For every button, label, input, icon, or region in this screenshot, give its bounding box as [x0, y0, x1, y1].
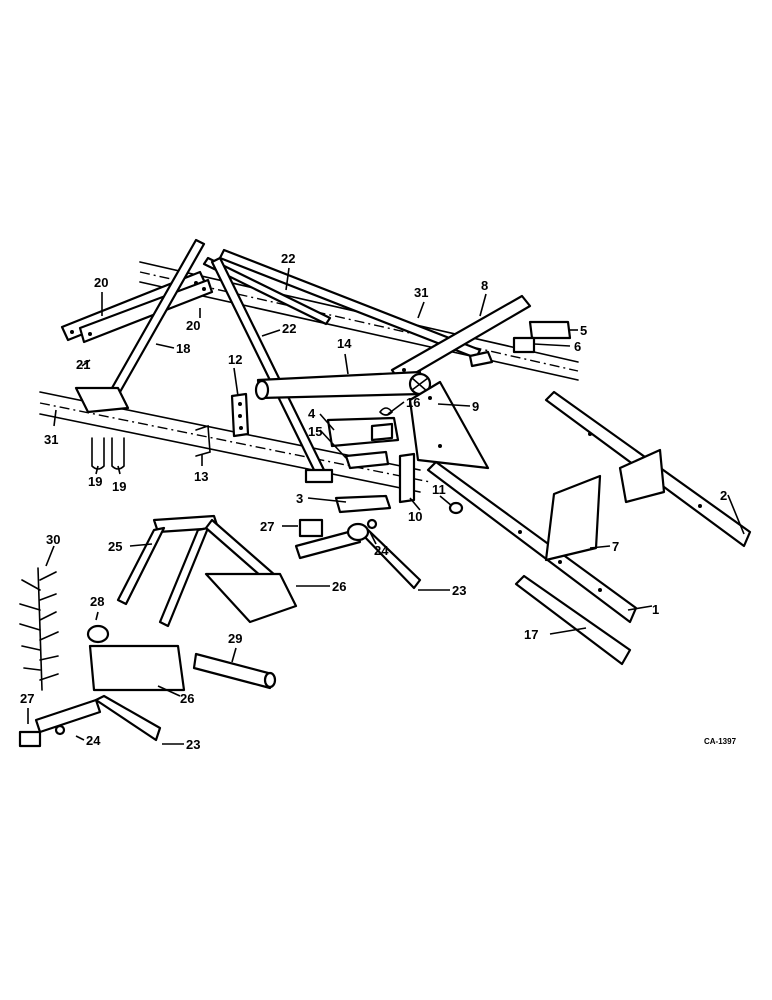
tine-plate-upper — [298, 518, 324, 538]
callout-28: 28 — [90, 594, 104, 609]
callout-19-left: 19 — [88, 474, 102, 489]
tine-mount-bracket-upper — [204, 572, 298, 624]
callout-29: 29 — [228, 631, 242, 646]
callout-22-upper: 22 — [281, 251, 295, 266]
bushing — [86, 624, 110, 644]
callout-20-lower: 20 — [186, 318, 200, 333]
callout-17: 17 — [524, 627, 538, 642]
u-bolt-left — [91, 437, 105, 470]
callout-25: 25 — [108, 539, 122, 554]
callout-7: 7 — [612, 539, 619, 554]
callout-21: 21 — [76, 357, 90, 372]
clamp-block — [512, 336, 536, 354]
callout-16: 16 — [406, 395, 420, 410]
arm-washer-lower — [54, 724, 66, 736]
callout-2: 2 — [720, 488, 727, 503]
callout-31-lower: 31 — [44, 432, 58, 447]
brace-rods — [202, 248, 494, 484]
tine-plate-lower — [18, 730, 42, 748]
wear-plate — [514, 574, 632, 666]
callout-6: 6 — [574, 339, 581, 354]
callouts: 1 2 3 4 5 6 7 8 9 10 11 12 13 14 15 16 1… — [20, 251, 727, 752]
callout-26-upper: 26 — [332, 579, 346, 594]
callout-23-lower: 23 — [186, 737, 200, 752]
callout-31-upper: 31 — [414, 285, 428, 300]
pin-bushing — [448, 501, 464, 515]
spacer-strap — [398, 452, 416, 504]
callout-4: 4 — [308, 406, 316, 421]
callout-10: 10 — [408, 509, 422, 524]
shaft — [192, 652, 277, 690]
tine-arm-lower — [34, 694, 162, 742]
callout-18: 18 — [176, 341, 190, 356]
callout-26-lower: 26 — [180, 691, 194, 706]
callout-8: 8 — [481, 278, 488, 293]
callout-14: 14 — [337, 336, 352, 351]
clamp-plate — [528, 320, 572, 340]
triangular-plate — [408, 380, 490, 470]
callout-9: 9 — [472, 399, 479, 414]
leader-lines — [27, 267, 745, 745]
spring-clip — [195, 424, 211, 457]
hydraulic-cylinder — [254, 370, 432, 401]
drawing-code: CA-1397 — [704, 737, 737, 746]
callout-23-upper: 23 — [452, 583, 466, 598]
tool-bar — [390, 294, 532, 384]
callout-22-lower: 22 — [282, 321, 296, 336]
callout-12: 12 — [228, 352, 242, 367]
callout-30: 30 — [46, 532, 60, 547]
callout-19-right: 19 — [112, 479, 126, 494]
spring-tine — [19, 567, 59, 691]
callout-24-lower: 24 — [86, 733, 101, 748]
callout-24-upper: 24 — [374, 543, 389, 558]
callout-27-upper: 27 — [260, 519, 274, 534]
diagonal-brace — [74, 238, 206, 414]
u-bolt-right — [111, 437, 125, 470]
callout-13: 13 — [194, 469, 208, 484]
clamp-strap — [230, 392, 250, 438]
callout-20-upper: 20 — [94, 275, 108, 290]
tine-mount-bracket-lower — [88, 644, 186, 692]
callout-15: 15 — [308, 424, 322, 439]
mounting-bracket — [326, 407, 400, 470]
tine-mount-frame — [116, 514, 278, 628]
callout-1: 1 — [652, 602, 659, 617]
main-beam — [426, 460, 638, 624]
hanger-bracket — [334, 494, 392, 514]
mounting-plate — [544, 448, 666, 562]
callout-5: 5 — [580, 323, 587, 338]
callout-3: 3 — [296, 491, 303, 506]
arm-washer-upper — [366, 518, 378, 530]
callout-11: 11 — [432, 482, 446, 497]
callout-27-lower: 27 — [20, 691, 34, 706]
